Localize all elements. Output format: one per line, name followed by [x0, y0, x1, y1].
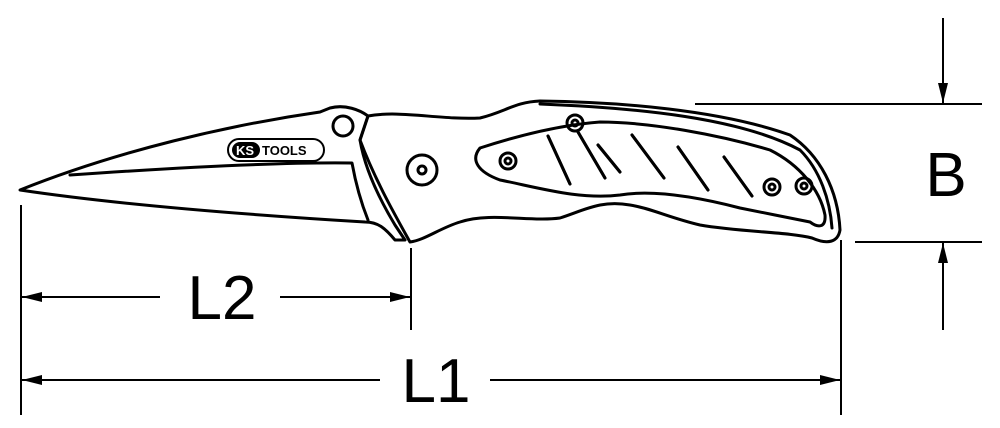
dimension-label-l1: L1: [402, 347, 471, 416]
logo-tools: TOOLS: [262, 143, 307, 158]
handle-insert: [474, 120, 827, 228]
blade: [18, 105, 407, 242]
knife-outline: KS TOOLS: [18, 99, 842, 244]
thumb-hole: [331, 114, 355, 138]
ks-tools-logo: KS TOOLS: [227, 138, 325, 162]
handle-grip-slots: [546, 130, 754, 198]
handle-spine: [538, 102, 834, 230]
logo-ks: KS: [236, 143, 254, 158]
dimension-label-b: B: [925, 141, 966, 210]
dimension-lines: [20, 18, 982, 415]
handle: [358, 99, 842, 244]
pivot-pin: [405, 153, 439, 187]
blade-edge: [68, 161, 370, 222]
pivot-pin-center: [416, 164, 428, 176]
dimension-label-l2: L2: [188, 264, 257, 333]
handle-screws: [498, 113, 814, 197]
